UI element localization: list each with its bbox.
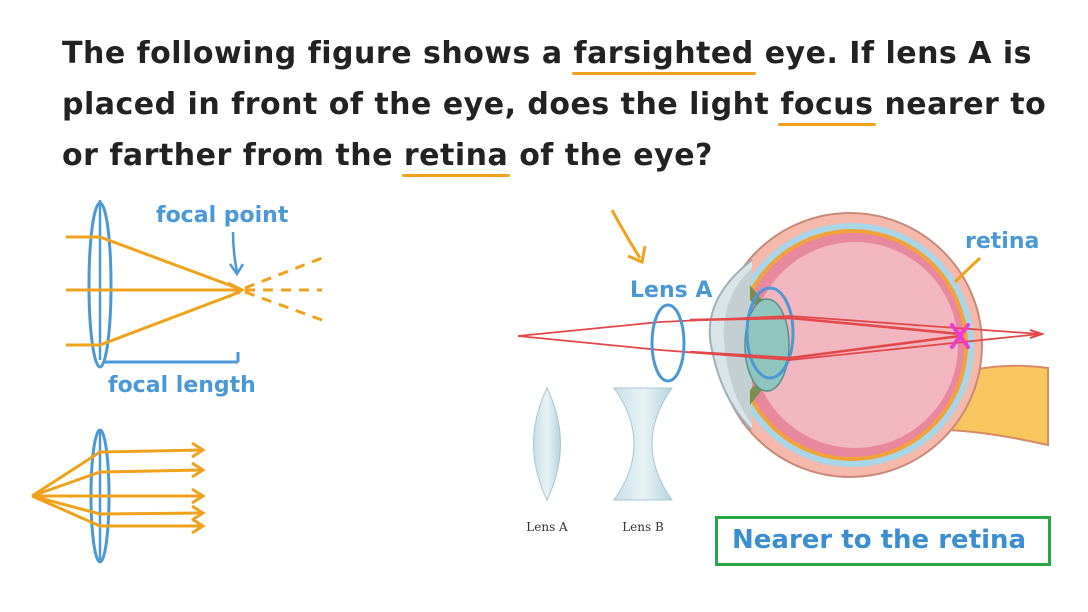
lens-a-outline (650, 303, 686, 383)
dashed-ray-top (244, 256, 323, 290)
fan-ray-4 (31, 494, 203, 516)
ray-arrowhead (227, 281, 246, 299)
converging-lens-diagram: focal point focal length (66, 200, 323, 398)
question-part-4: of the eye? (508, 138, 713, 173)
retina-label: retina (965, 229, 1039, 254)
focal-length-bracket (103, 352, 240, 364)
focal-point-label: focal point (156, 203, 289, 228)
question-part-1: The following figure shows a (62, 36, 574, 71)
retina-pointer (953, 256, 982, 284)
lens-b-shape (613, 387, 673, 501)
ray-top (66, 235, 241, 291)
lens-highlight-outline (745, 286, 795, 380)
fan-ray-5 (31, 494, 202, 528)
fan-ray-1 (31, 448, 203, 498)
focal-point-pointer (231, 231, 239, 273)
question-text: The following figure shows a farsighted … (62, 28, 1062, 181)
fan-ray-2 (31, 468, 203, 498)
focal-length-label: focal length (108, 373, 256, 398)
answer-text: Nearer to the retina (732, 525, 1027, 555)
lens-a-shape (533, 386, 561, 502)
eye-diagram: Lens A retina (517, 209, 1049, 478)
fan-arrowheads (191, 441, 206, 535)
question-part-3: nearer to or farther from the (62, 87, 1047, 173)
answer-box: Nearer to the retina (715, 516, 1051, 566)
ray-end-arrowhead (1029, 329, 1046, 339)
aqueous-humor (723, 268, 752, 424)
focus-x-marker (950, 323, 970, 349)
lens-a-caption: Lens A (526, 520, 568, 534)
keyword-retina: retina (401, 130, 511, 181)
lens-b-caption: Lens B (622, 520, 664, 534)
focused-ray-bottom (689, 334, 961, 360)
dashed-ray-bottom (244, 290, 323, 322)
vitreous-body (752, 242, 958, 448)
keyword-focus: focus (778, 79, 876, 130)
lens-reference-images: Lens A Lens B (526, 386, 673, 534)
question-part-2: eye. If lens A is placed in front of the… (62, 36, 1033, 122)
focused-ray-top (689, 316, 961, 336)
lens-a-pointer-head (627, 245, 647, 265)
lens-a-handwritten-label: Lens A (630, 278, 712, 303)
lens-a-pointer-arrow (610, 209, 642, 259)
ray-bottom (66, 290, 241, 347)
focal-point-pointer-head (228, 263, 245, 277)
parallel-rays-diagram (31, 428, 206, 564)
keyword-farsighted: farsighted (571, 28, 756, 79)
